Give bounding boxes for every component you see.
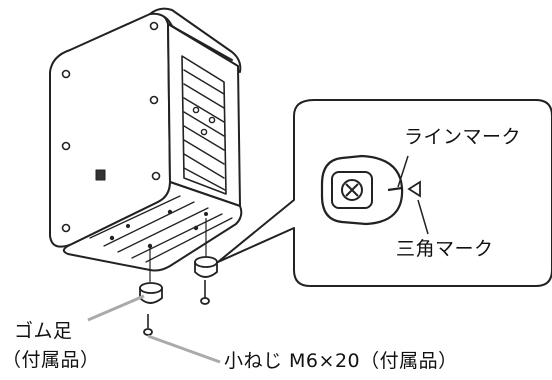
screw-leader <box>147 334 221 364</box>
leader-lines <box>87 155 429 364</box>
speaker-cabinet <box>49 7 243 272</box>
detached-rubber-foot <box>139 244 163 336</box>
triangle-mark-label: 三角マーク <box>396 238 494 260</box>
foot-closeup <box>320 154 421 226</box>
rubber-foot-leader <box>87 294 145 322</box>
triangle-mark-icon <box>407 180 421 198</box>
line-mark-label: ラインマーク <box>404 126 522 148</box>
line-mark-leader <box>397 155 409 188</box>
screw-label: 小ねじ M6×20（付属品） <box>224 350 458 372</box>
cabinet-bottom-face <box>62 181 243 272</box>
rubber-foot-note-label: （付属品） <box>2 349 100 371</box>
front-screws <box>61 21 161 233</box>
rubber-foot-label: ゴム足 <box>14 320 73 342</box>
cabinet-badge <box>95 169 106 181</box>
triangle-mark-leader <box>417 199 429 235</box>
